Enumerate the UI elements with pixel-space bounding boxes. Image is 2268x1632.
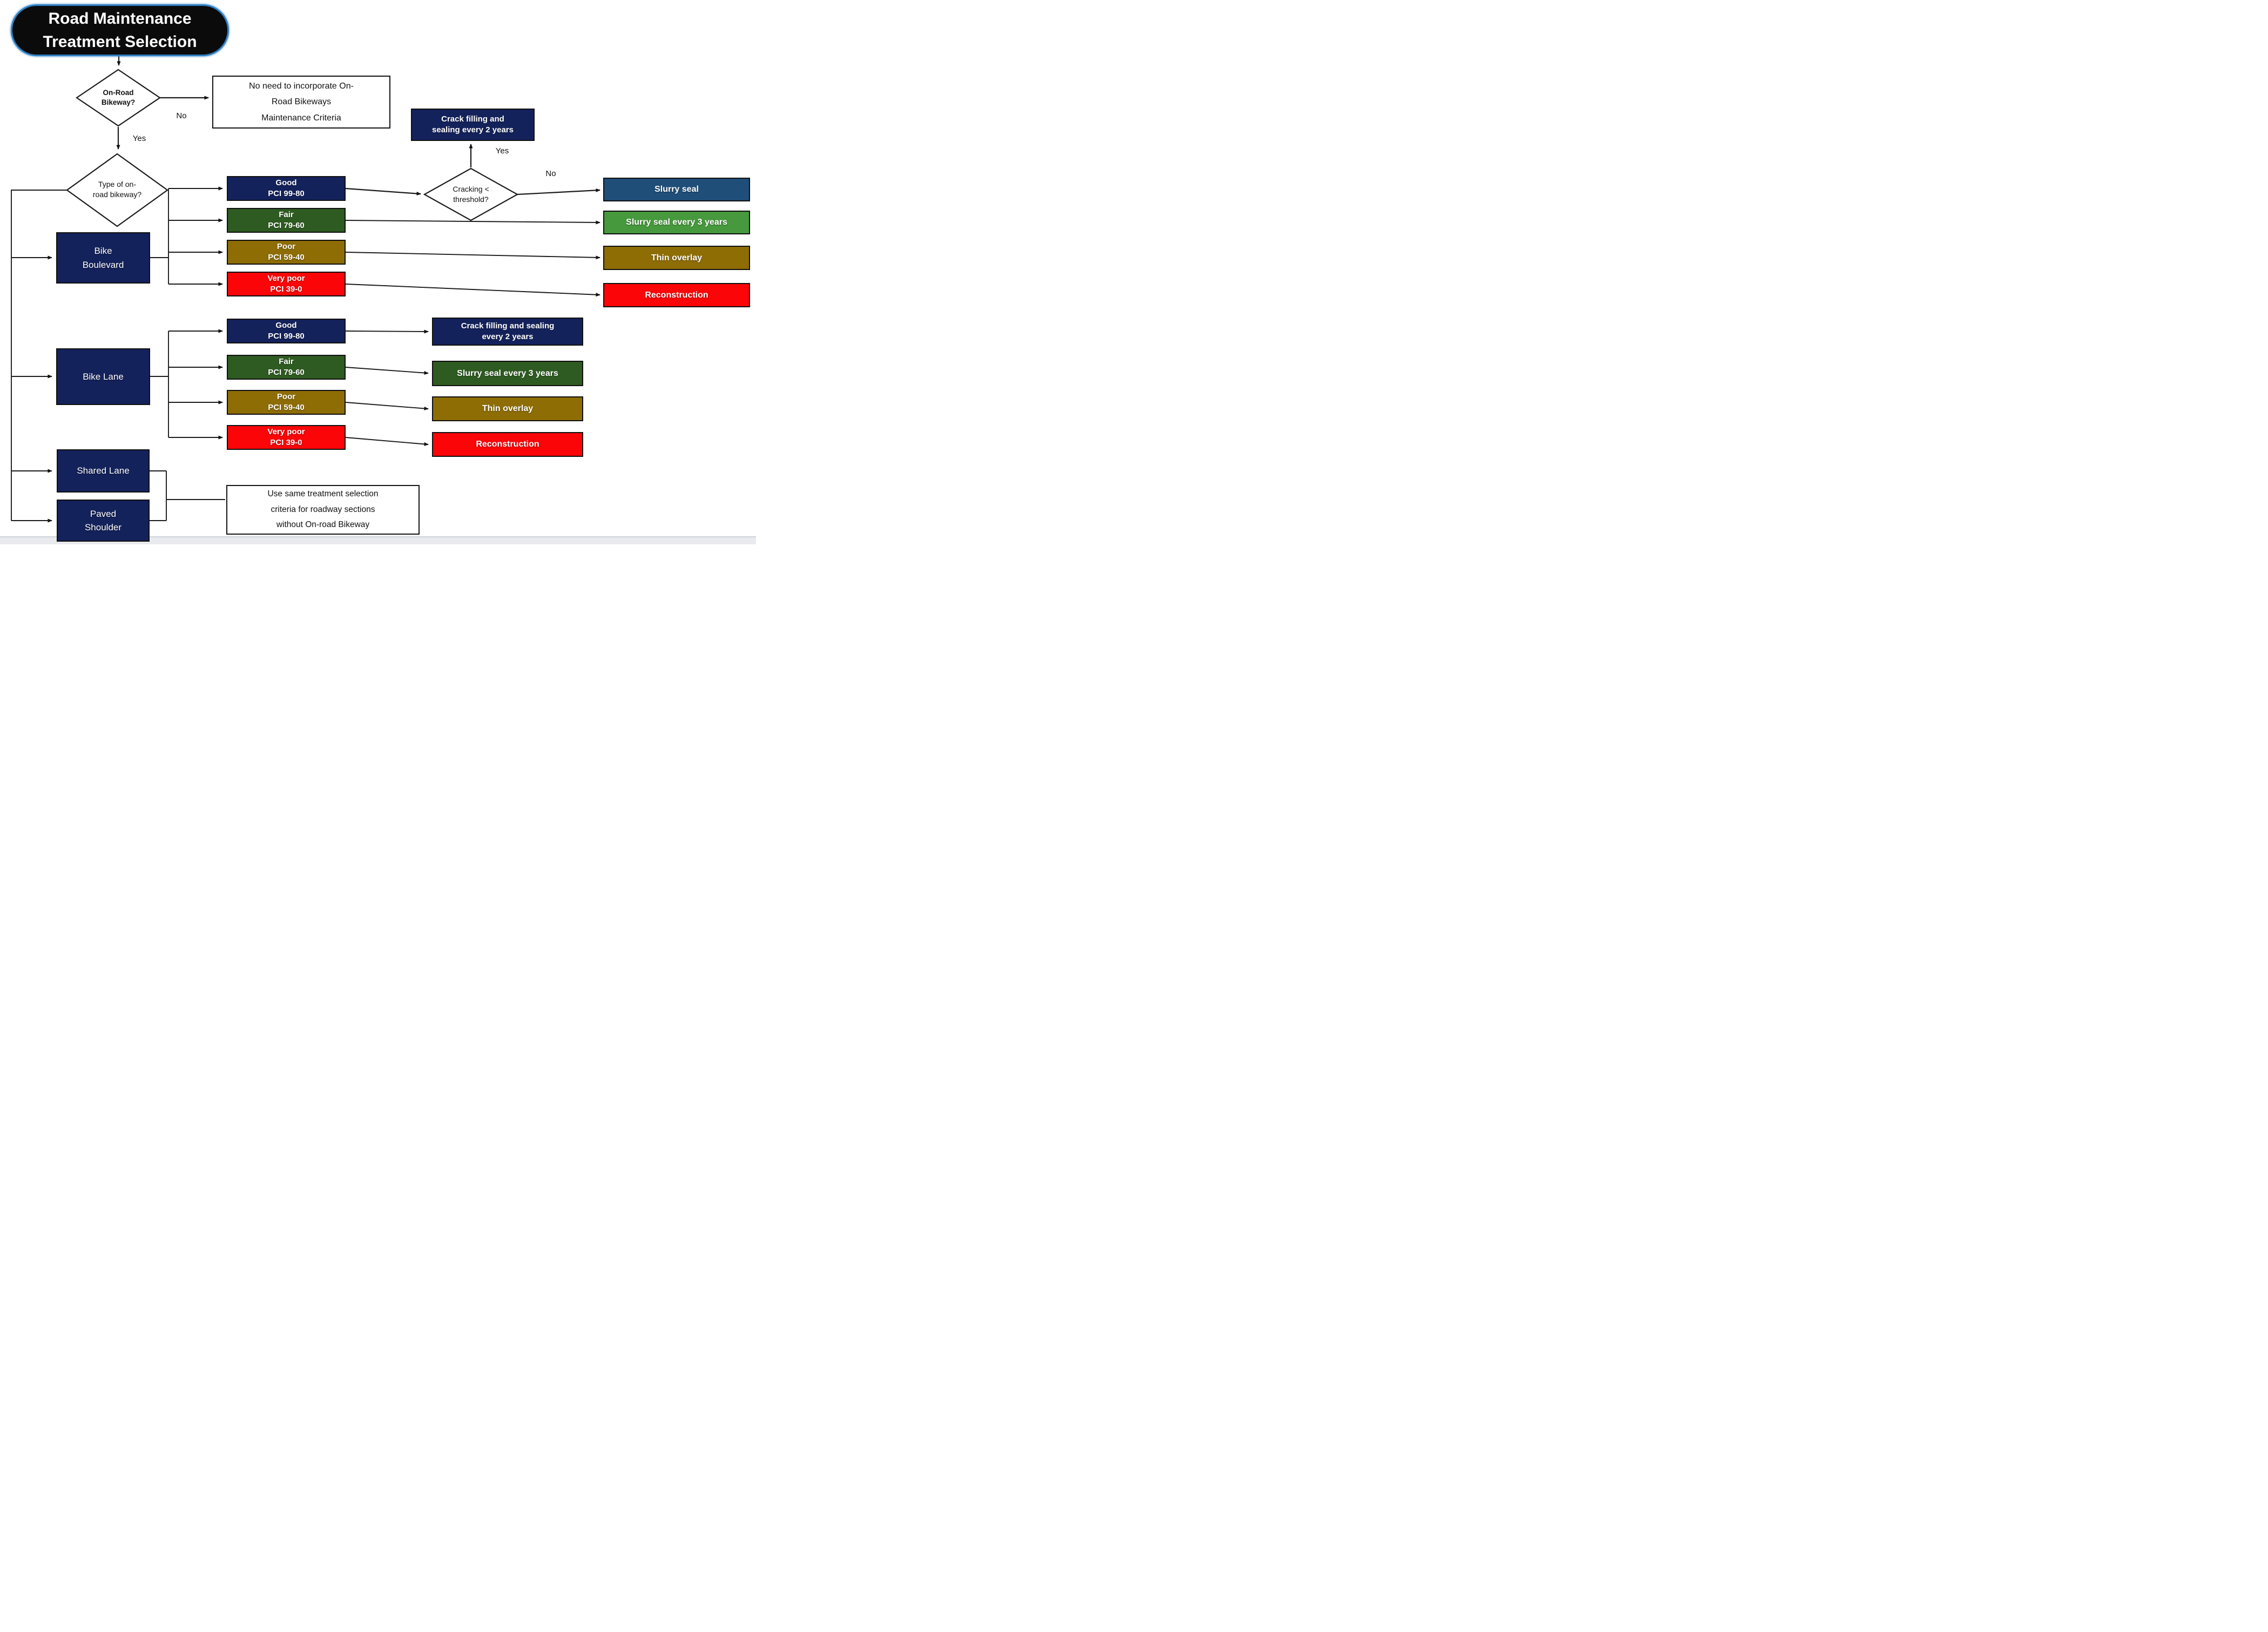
type-box-shared-lane: Shared Lane bbox=[57, 449, 150, 493]
cracking-threshold-question: Cracking < threshold? bbox=[453, 185, 489, 204]
lane-branch-arrows bbox=[150, 329, 429, 446]
page-title: Road Maintenance Treatment Selection bbox=[11, 4, 229, 56]
type-branch-arrows bbox=[11, 190, 67, 523]
type-of-bikeway-question: Type of on- road bikeway? bbox=[92, 180, 142, 199]
boulevard-condition-very-poor: Very poor PCI 39-0 bbox=[227, 272, 346, 296]
lane-treatment-reconstruction: Reconstruction bbox=[432, 432, 583, 457]
branch-label-no-cracking: No bbox=[545, 169, 556, 178]
treatment-slurry-seal: Slurry seal bbox=[603, 178, 750, 201]
treatment-slurry-seal-3-years: Slurry seal every 3 years bbox=[603, 211, 750, 234]
on-road-bikeway-question: On-Road Bikeway? bbox=[101, 89, 136, 107]
use-same-criteria-box: Use same treatment selection criteria fo… bbox=[226, 485, 420, 535]
boulevard-condition-poor: Poor PCI 59-40 bbox=[227, 240, 346, 265]
branch-label-yes-cracking: Yes bbox=[495, 146, 509, 156]
lane-condition-fair: Fair PCI 79-60 bbox=[227, 355, 346, 380]
connector-layer bbox=[11, 56, 600, 523]
no-need-note-box: No need to incorporate On- Road Bikeways… bbox=[212, 76, 390, 129]
lane-treatment-slurry-seal-3-years: Slurry seal every 3 years bbox=[432, 361, 583, 386]
treatment-crack-filling-top: Crack filling and sealing every 2 years bbox=[411, 109, 535, 141]
decision-diamonds bbox=[66, 69, 519, 227]
lane-treatment-crack-filling: Crack filling and sealing every 2 years bbox=[432, 318, 583, 346]
treatment-thin-overlay: Thin overlay bbox=[603, 246, 750, 270]
on-road-bikeway-diamond bbox=[76, 69, 161, 127]
type-box-bike-lane: Bike Lane bbox=[56, 348, 150, 405]
lane-condition-poor: Poor PCI 59-40 bbox=[227, 390, 346, 415]
boulevard-branch-arrows bbox=[150, 186, 600, 297]
type-box-bike-boulevard: Bike Boulevard bbox=[56, 232, 150, 284]
flowchart-canvas: Road Maintenance Treatment Selection On-… bbox=[0, 0, 756, 544]
lane-condition-very-poor: Very poor PCI 39-0 bbox=[227, 425, 346, 450]
boulevard-condition-good: Good PCI 99-80 bbox=[227, 176, 346, 201]
treatment-reconstruction: Reconstruction bbox=[603, 283, 750, 307]
bottom-edge-strip bbox=[0, 536, 756, 544]
main-flow-arrows bbox=[116, 56, 600, 195]
cracking-threshold-diamond bbox=[423, 167, 519, 221]
type-box-paved-shoulder: Paved Shoulder bbox=[57, 500, 150, 542]
lane-treatment-thin-overlay: Thin overlay bbox=[432, 396, 583, 421]
shared-paved-bracket bbox=[150, 470, 225, 521]
boulevard-condition-fair: Fair PCI 79-60 bbox=[227, 208, 346, 233]
lane-condition-good: Good PCI 99-80 bbox=[227, 319, 346, 343]
branch-label-no-top: No bbox=[176, 111, 187, 120]
branch-label-yes-top: Yes bbox=[132, 134, 146, 143]
type-of-bikeway-diamond bbox=[66, 153, 168, 227]
